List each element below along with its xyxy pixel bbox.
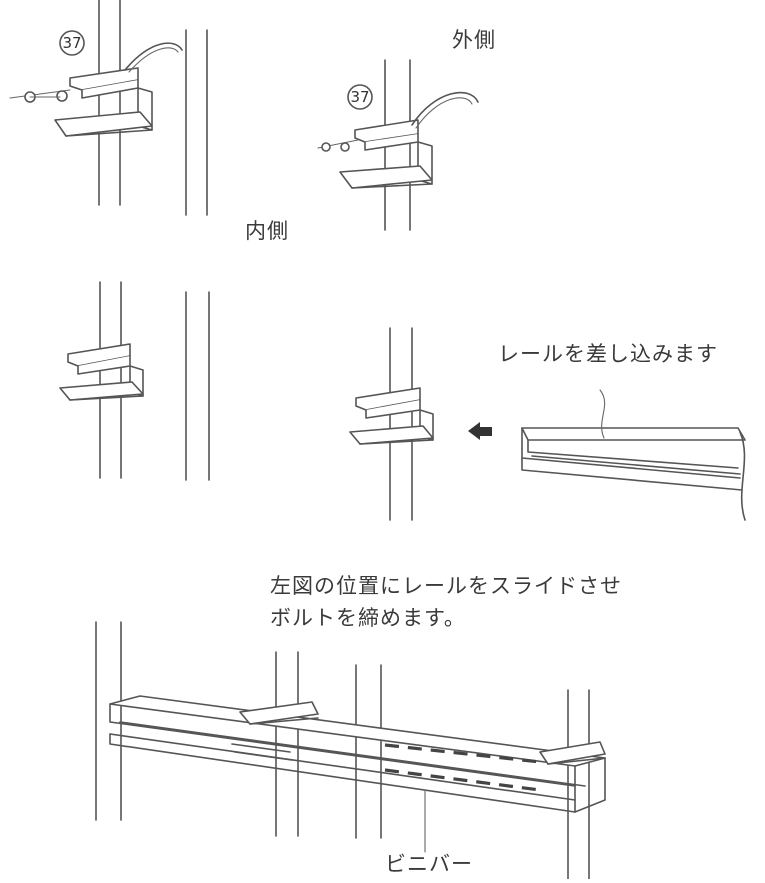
- insert-arrow: [468, 422, 492, 440]
- top-right-bracket-assembly: 37: [317, 59, 479, 231]
- label-slide-instruction-line2: ボルトを締めます。: [270, 606, 466, 630]
- label-insert-rail: レールを差し込みます: [498, 342, 718, 366]
- part-number-label-2: 37: [350, 88, 369, 106]
- rail-piece: [521, 389, 746, 521]
- label-slide-instruction-line1: 左図の位置にレールをスライドさせ: [270, 574, 622, 598]
- label-inside: 内側: [245, 219, 289, 243]
- middle-left-bracket: [59, 281, 210, 481]
- label-outside: 外側: [452, 28, 496, 52]
- part-number-label: 37: [62, 34, 81, 52]
- top-left-bracket-assembly: 37: [9, 0, 208, 216]
- bottom-assembly: [95, 621, 606, 880]
- middle-right-bracket: [349, 327, 434, 521]
- label-vinyl-bar: ビニバー: [385, 852, 473, 876]
